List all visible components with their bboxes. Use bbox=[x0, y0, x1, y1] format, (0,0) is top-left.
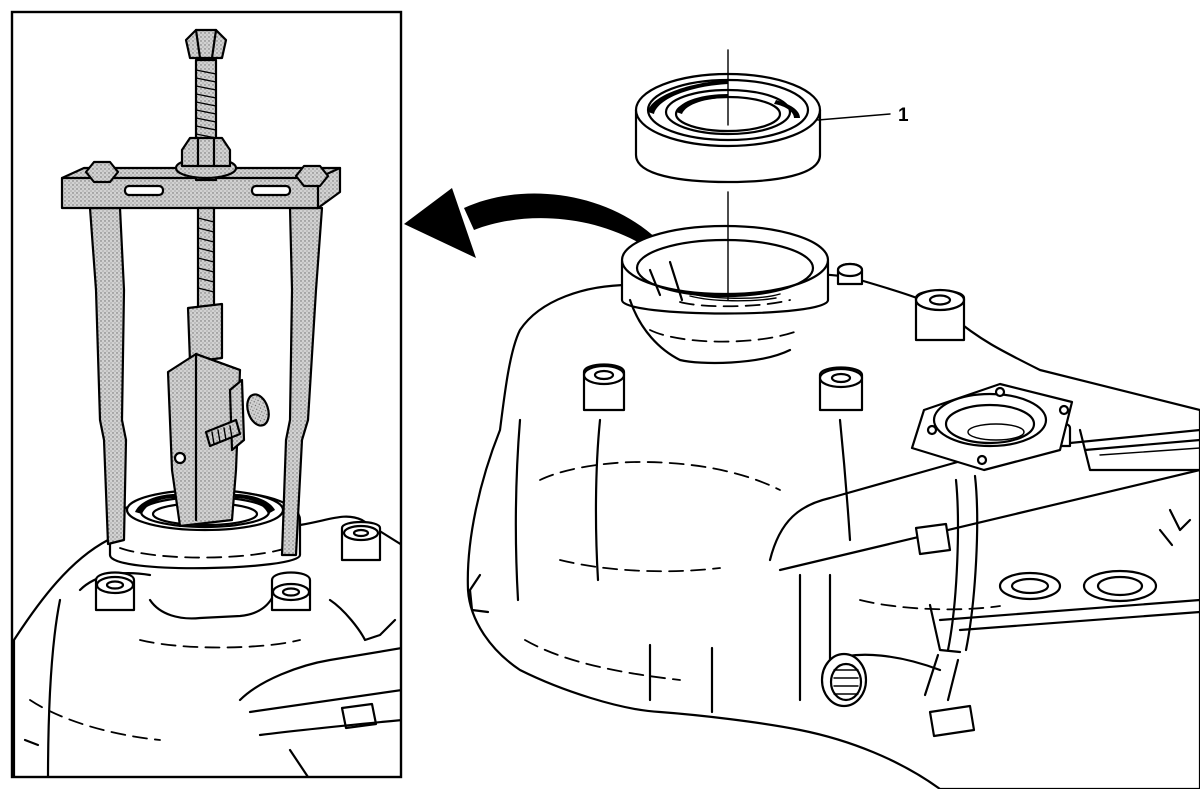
callout-1: 1 bbox=[817, 105, 909, 126]
puller-legs bbox=[88, 206, 324, 557]
puller-crossbar bbox=[60, 160, 342, 210]
callout-1-label: 1 bbox=[898, 105, 909, 126]
removal-direction-arrow bbox=[404, 188, 658, 258]
inset-panel bbox=[10, 10, 403, 779]
housing-bore bbox=[620, 224, 830, 365]
puller-adapter bbox=[166, 302, 270, 528]
inset-housing bbox=[12, 490, 401, 777]
inset-frame bbox=[10, 10, 403, 779]
mounting-bosses bbox=[582, 262, 1192, 738]
forcing-screw bbox=[174, 28, 238, 310]
transaxle-housing bbox=[466, 273, 1200, 789]
